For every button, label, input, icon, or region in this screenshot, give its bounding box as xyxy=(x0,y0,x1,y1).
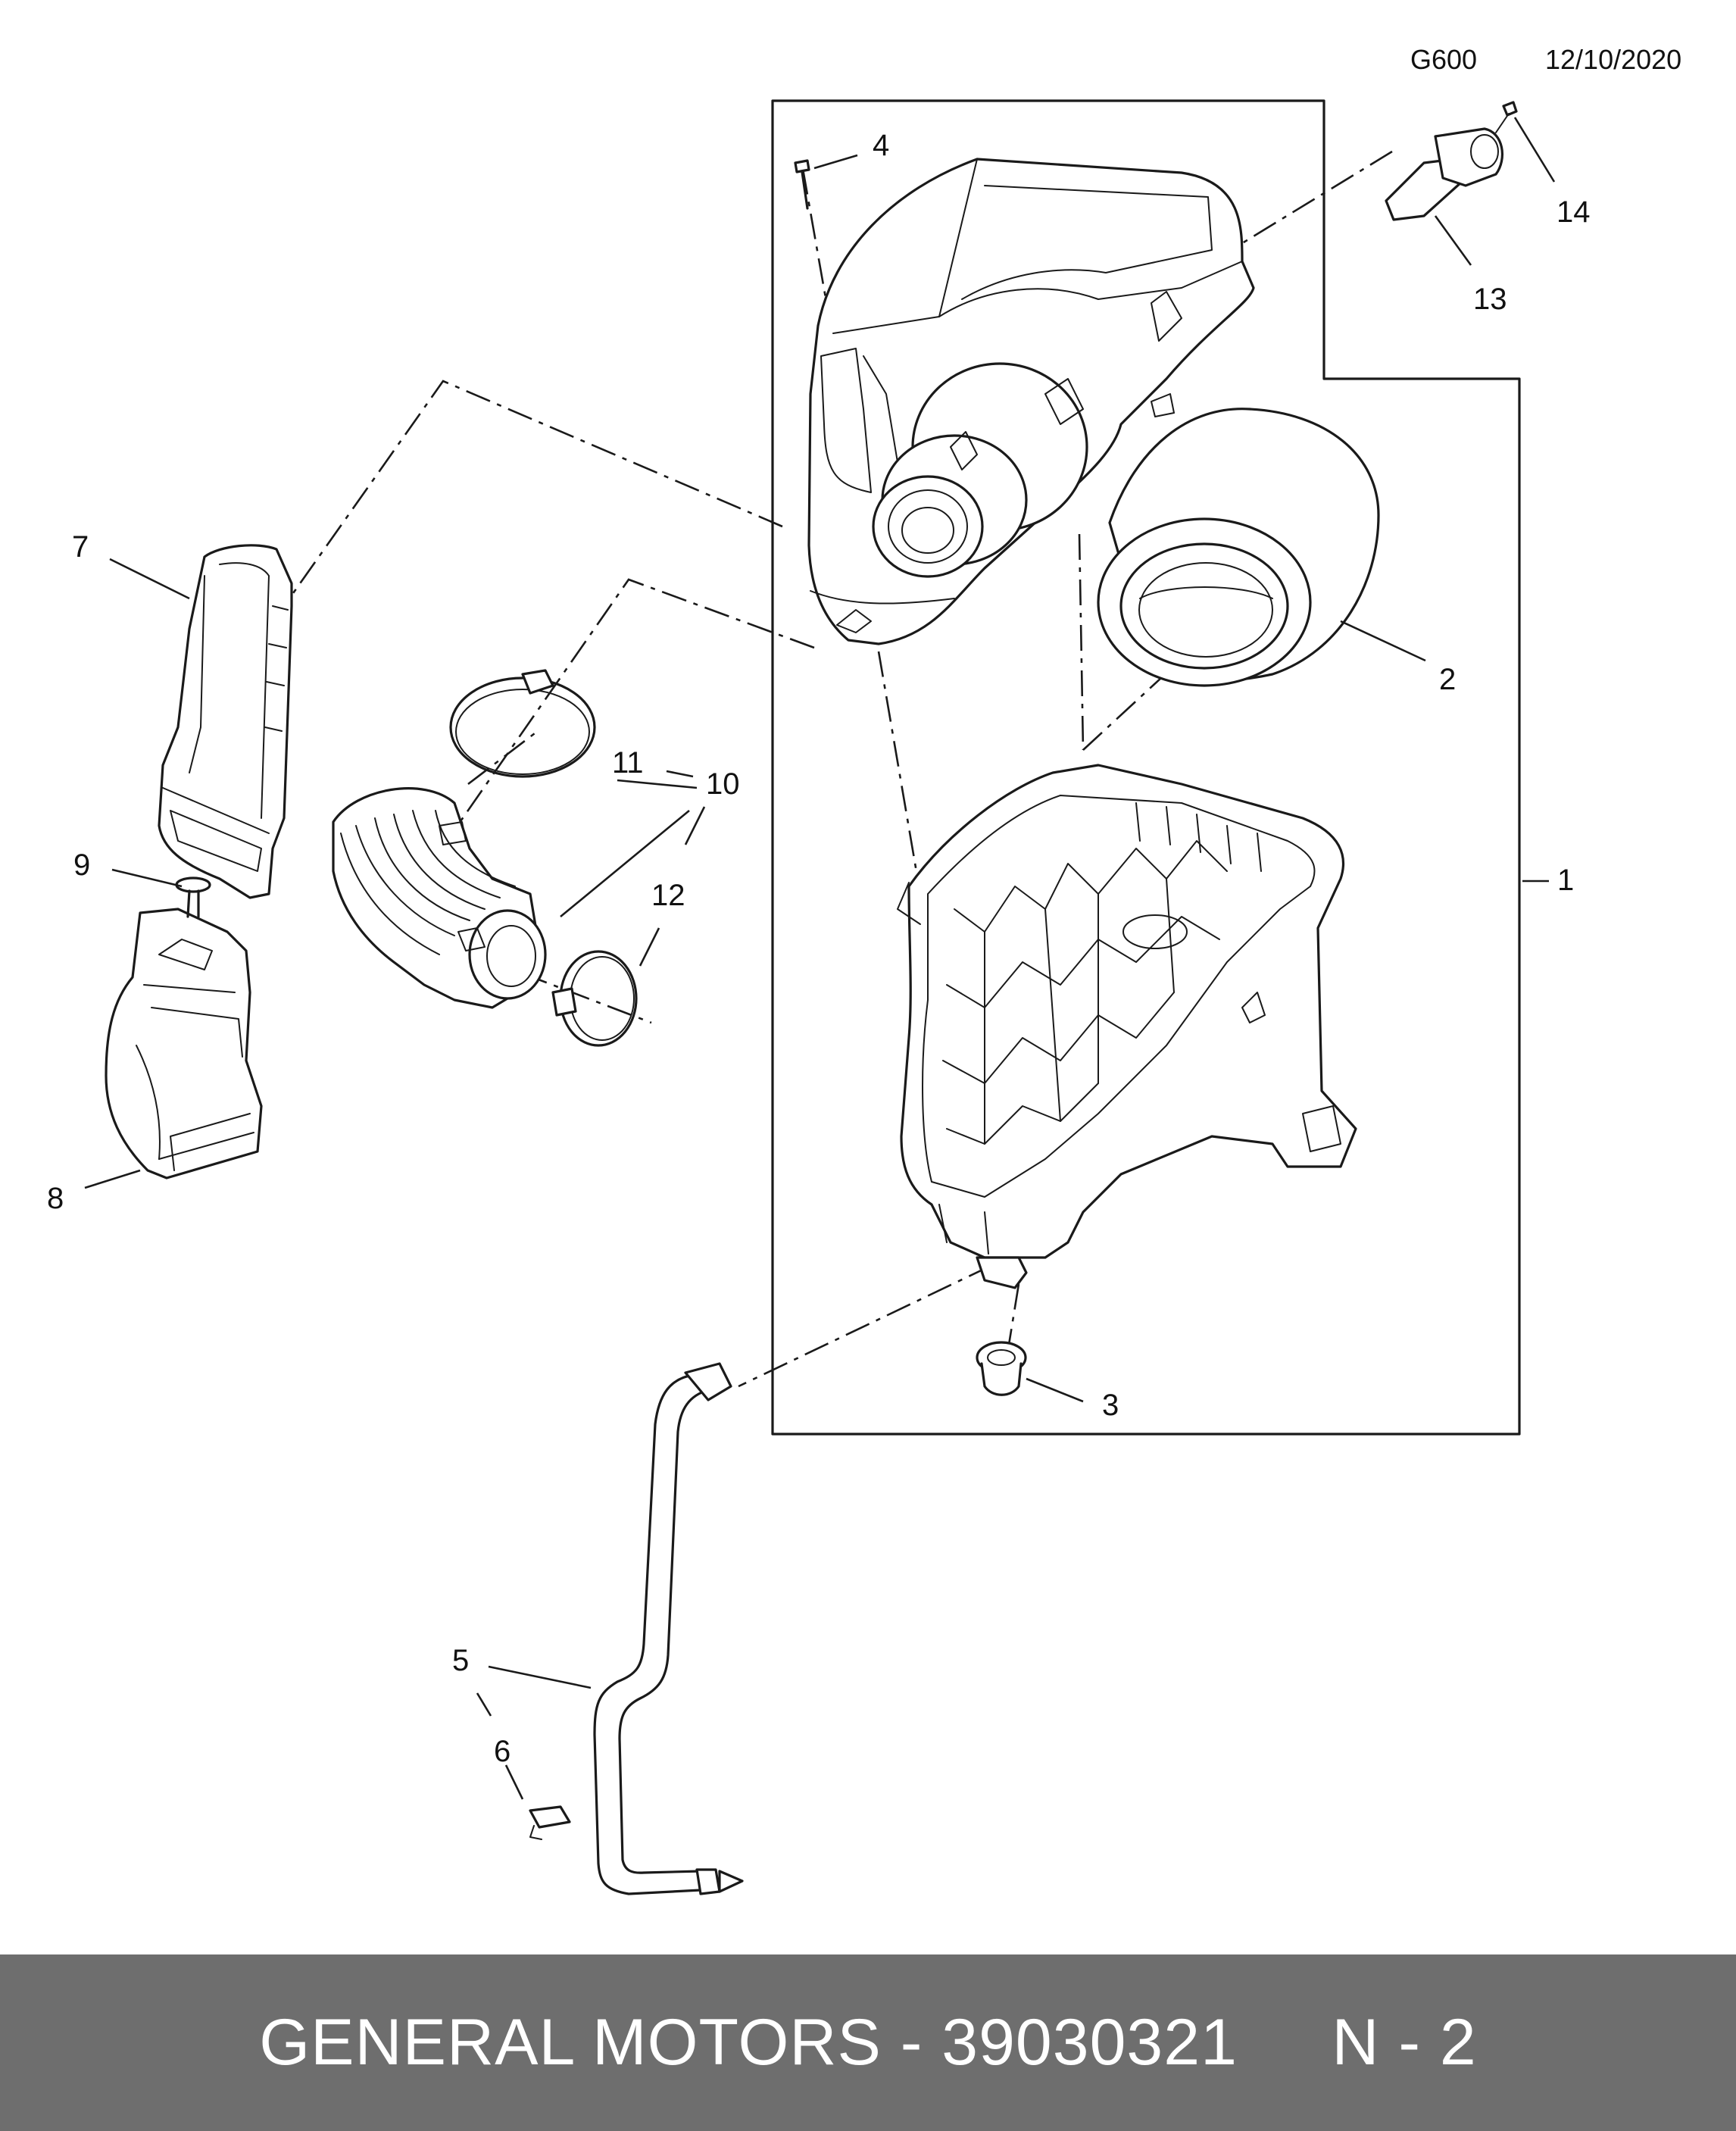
air-filter-element xyxy=(1097,408,1380,687)
push-pin xyxy=(175,876,211,918)
callout-1: 1 xyxy=(1557,864,1574,897)
callout-3: 3 xyxy=(1102,1389,1119,1422)
hose-clamp-upper xyxy=(449,669,596,778)
callout-9: 9 xyxy=(73,848,90,882)
hose-clamp-lower xyxy=(551,950,638,1047)
callout-10: 10 xyxy=(706,767,740,801)
callout-5: 5 xyxy=(452,1644,469,1677)
upper-air-duct xyxy=(158,544,293,899)
diagram-code: G600 xyxy=(1410,44,1477,75)
footer-banner: GENERAL MOTORS - 39030321 N - 2 xyxy=(0,1954,1736,2131)
callout-13: 13 xyxy=(1473,283,1507,316)
tube-clip xyxy=(529,1805,571,1840)
leader-lines xyxy=(84,117,1556,1800)
diagram-date: 12/10/2020 xyxy=(1545,44,1681,75)
callout-2: 2 xyxy=(1439,663,1456,696)
callout-8: 8 xyxy=(47,1182,64,1215)
footer-part-number: GENERAL MOTORS - 39030321 N - 2 xyxy=(259,2006,1477,2079)
callout-6: 6 xyxy=(494,1735,510,1768)
drain-grommet xyxy=(976,1341,1027,1396)
callout-11: 11 xyxy=(612,746,644,780)
bolt xyxy=(794,159,810,210)
air-cleaner-base xyxy=(897,764,1357,1289)
callout-12: 12 xyxy=(651,879,685,912)
drain-tube xyxy=(593,1362,744,1895)
callout-4: 4 xyxy=(873,129,889,162)
airflow-sensor xyxy=(1385,101,1518,221)
callout-14: 14 xyxy=(1556,195,1591,229)
callout-7: 7 xyxy=(72,530,89,564)
air-cleaner-cover xyxy=(807,158,1255,645)
assembly-frame xyxy=(771,99,1521,1436)
air-outlet-hose xyxy=(332,787,547,1009)
parts-diagram: G600 12/10/2020 xyxy=(47,44,1681,1895)
lower-air-duct xyxy=(105,908,263,1180)
